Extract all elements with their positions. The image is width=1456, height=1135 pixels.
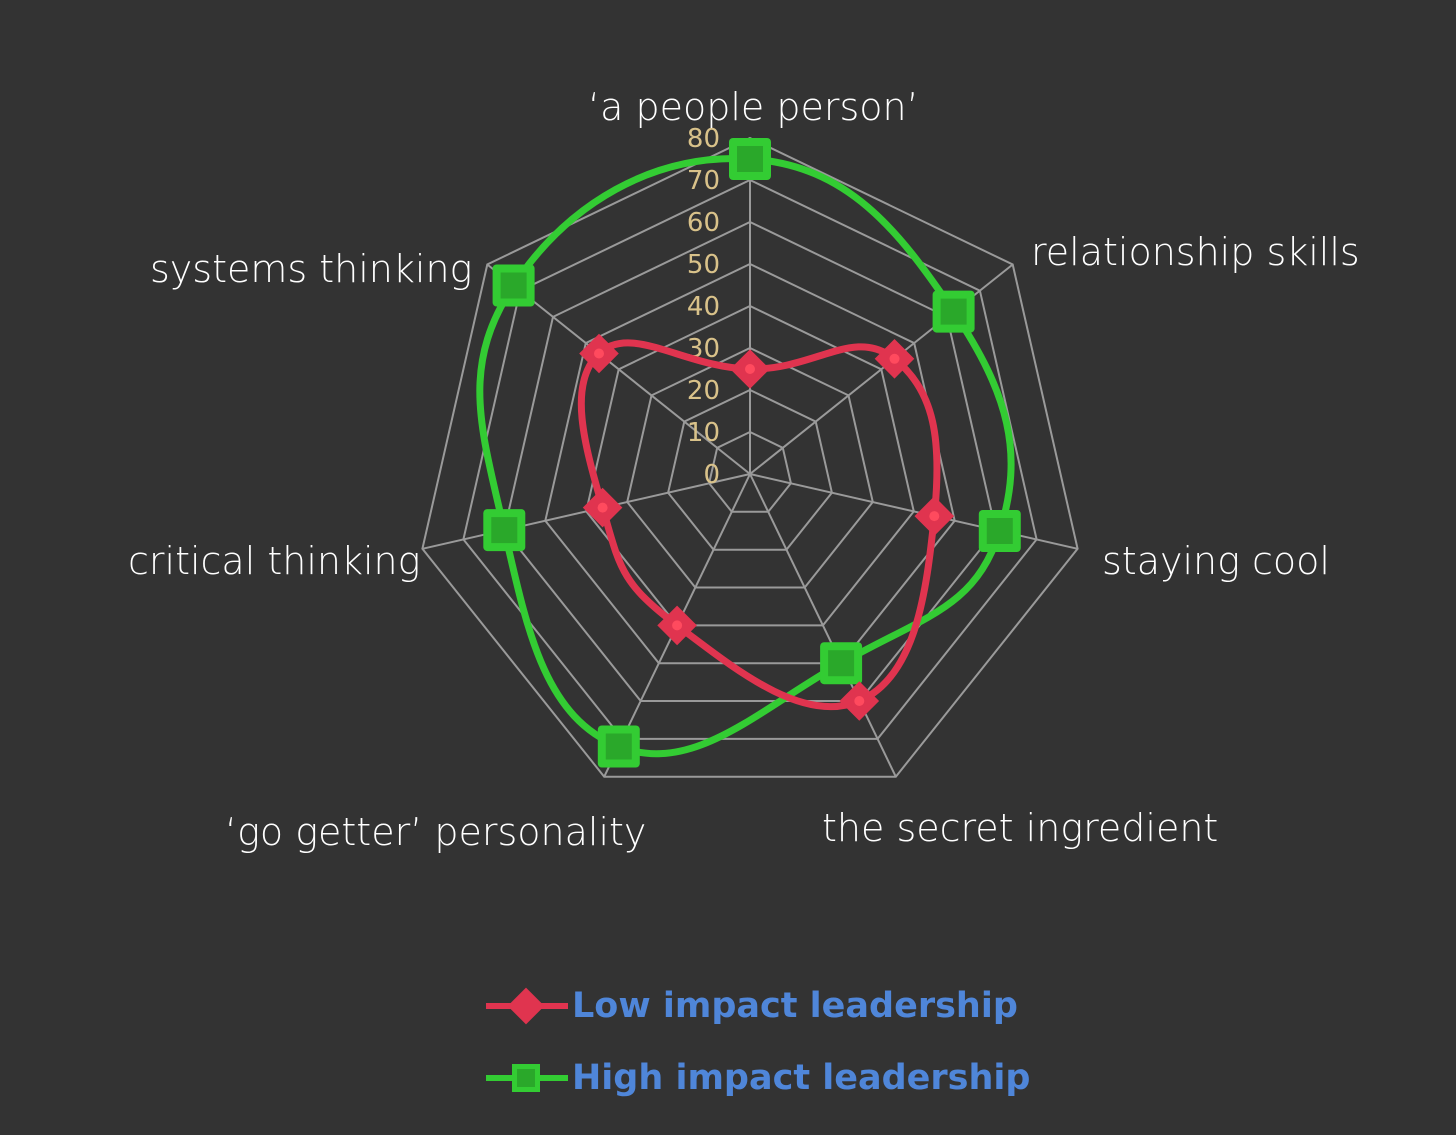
- point-low-impact-2-center: [929, 511, 940, 522]
- axis-label-systems-thinking: systems thinking: [150, 247, 473, 291]
- point-high-impact-1: [932, 290, 975, 333]
- point-low-impact-1: [874, 339, 915, 379]
- axis-label-secret-ingredient: the secret ingredient: [822, 806, 1219, 850]
- tick-label-10: 10: [687, 418, 720, 448]
- tick-label-80: 80: [687, 124, 720, 154]
- point-high-impact-6-inner: [500, 272, 527, 299]
- axis-label-staying-cool: staying cool: [1102, 539, 1330, 583]
- point-low-impact-4-center: [672, 620, 683, 631]
- point-low-impact-6: [579, 333, 619, 374]
- grid-spoke-3: [749, 473, 897, 778]
- point-high-impact-0: [729, 138, 771, 180]
- point-low-impact-1-center: [889, 353, 900, 364]
- grid-spoke-2: [749, 473, 1078, 550]
- grid-ring-2: [667, 388, 833, 551]
- legend-swatch-low-impact: [486, 987, 568, 1025]
- point-high-impact-5: [483, 509, 526, 552]
- point-low-impact-5-center: [597, 502, 608, 513]
- axis-label-people-person: ‘a people person’: [588, 85, 919, 129]
- point-low-impact-0: [730, 349, 770, 389]
- legend-label-low-impact: Low impact leadership: [572, 986, 1018, 1026]
- grid-spoke-5: [422, 473, 751, 550]
- grid-ring-8: [421, 136, 1079, 778]
- point-high-impact-6: [492, 264, 535, 307]
- point-low-impact-0-center: [745, 364, 755, 374]
- grid-ring-1: [708, 430, 792, 513]
- legend-swatch-high-impact: [486, 1064, 568, 1092]
- tick-label-70: 70: [687, 166, 720, 196]
- point-high-impact-2-inner: [986, 518, 1013, 544]
- grid-ring-7: [462, 178, 1038, 740]
- point-high-impact-3-inner: [828, 650, 855, 677]
- legend-label-high-impact: High impact leadership: [572, 1058, 1031, 1098]
- data-series: [476, 138, 1021, 768]
- point-high-impact-2: [978, 510, 1021, 552]
- point-high-impact-5-inner: [491, 517, 518, 544]
- point-low-impact-5: [582, 487, 623, 528]
- tick-label-0: 0: [703, 460, 720, 490]
- point-low-impact-3: [839, 681, 880, 721]
- point-low-impact-6-center: [594, 348, 604, 359]
- diamond-marker-icon: [507, 987, 545, 1025]
- tick-label-60: 60: [687, 208, 720, 238]
- point-high-impact-4-inner: [605, 733, 632, 760]
- point-low-impact-3-center: [854, 696, 865, 706]
- point-low-impact-2: [914, 496, 955, 536]
- legend-item-high-impact[interactable]: High impact leadership: [484, 1054, 1030, 1102]
- axis-label-go-getter: ‘go getter’ personality: [225, 810, 647, 854]
- series-line-low-impact: [577, 339, 941, 711]
- point-high-impact-1-inner: [940, 298, 967, 325]
- tick-label-20: 20: [687, 376, 720, 406]
- tick-label-50: 50: [687, 250, 720, 280]
- grid-ring-3: [626, 346, 874, 589]
- point-high-impact-4: [597, 725, 640, 768]
- legend-item-low-impact[interactable]: Low impact leadership: [484, 982, 1018, 1030]
- axis-label-relationship-skills: relationship skills: [1031, 230, 1360, 274]
- grid-ring-4: [585, 304, 915, 627]
- point-high-impact-3: [820, 642, 863, 685]
- point-low-impact-4: [657, 605, 697, 646]
- point-high-impact-0-inner: [737, 146, 763, 172]
- axis-label-critical-thinking: critical thinking: [128, 539, 421, 583]
- tick-label-40: 40: [687, 292, 720, 322]
- grid-ring-6: [503, 220, 997, 702]
- grid-ring-5: [544, 262, 956, 665]
